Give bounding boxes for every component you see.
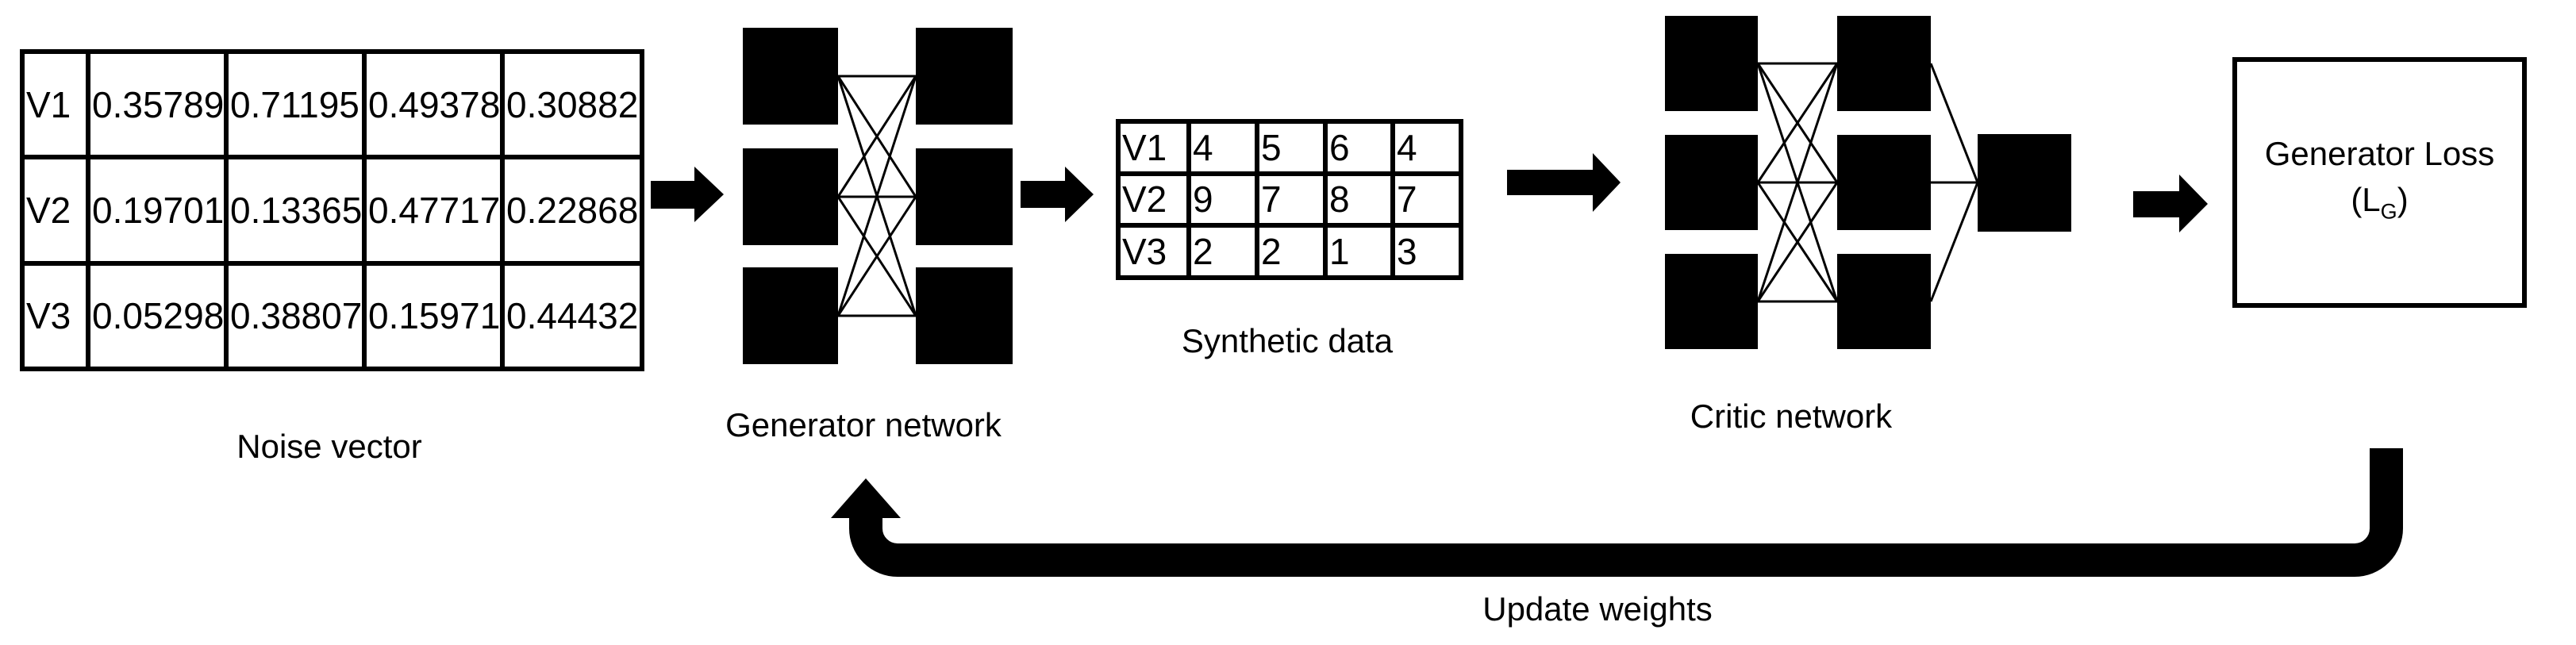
value-cell: 0.30882 [500, 48, 644, 160]
value-cell: 0.47717 [362, 155, 505, 266]
value-cell: 0.38807 [224, 260, 367, 372]
critic-node [1837, 16, 1931, 111]
row-variable-cell: V2 [1116, 171, 1191, 228]
critic-connections [1756, 62, 1979, 303]
value-cell: 3 [1390, 223, 1463, 280]
value-cell: 0.71195 [224, 48, 367, 160]
row-variable-cell: V1 [1116, 119, 1191, 176]
generator-node [743, 28, 838, 125]
generator-network-label: Generator network [725, 406, 1002, 443]
feedback-arrow-icon [831, 448, 2403, 577]
arrow-noise-to-generator-icon [651, 167, 724, 222]
critic-network-nodes [1665, 16, 2071, 349]
arrow-generator-to-synthetic-icon [1021, 167, 1094, 222]
generator-node [743, 267, 838, 364]
generator-node [916, 28, 1013, 125]
loss-symbol-close: ) [2397, 180, 2409, 218]
loss-symbol-subscript: G [2380, 199, 2397, 224]
value-cell: 2 [1186, 223, 1259, 280]
critic-output-node [1978, 134, 2071, 232]
value-cell: 4 [1390, 119, 1463, 176]
critic-network-label: Critic network [1690, 397, 1893, 435]
value-cell: 5 [1255, 119, 1328, 176]
value-cell: 0.05298 [86, 260, 229, 372]
value-cell: 6 [1323, 119, 1395, 176]
critic-node [1665, 135, 1758, 230]
row-variable-cell: V3 [1116, 223, 1191, 280]
value-cell: 1 [1323, 223, 1395, 280]
value-cell: 0.19701 [86, 155, 229, 266]
value-cell: 0.22868 [500, 155, 644, 266]
critic-node [1665, 254, 1758, 349]
row-variable-cell: V1 [20, 48, 90, 160]
row-variable-cell: V3 [20, 260, 90, 372]
value-cell: 0.15971 [362, 260, 505, 372]
value-cell: 0.35789 [86, 48, 229, 160]
generator-loss-box: Generator Loss (LG) [2232, 57, 2527, 308]
critic-node [1665, 16, 1758, 111]
generator-network-nodes [743, 28, 1013, 364]
loss-symbol-open: (L [2351, 180, 2381, 218]
value-cell: 0.44432 [500, 260, 644, 372]
generator-loss-title: Generator Loss [2264, 134, 2495, 172]
value-cell: 0.13365 [224, 155, 367, 266]
value-cell: 7 [1255, 171, 1328, 228]
row-variable-cell: V2 [20, 155, 90, 266]
value-cell: 9 [1186, 171, 1259, 228]
generator-loss-symbol: (LG) [2351, 182, 2408, 228]
value-cell: 2 [1255, 223, 1328, 280]
generator-node [743, 148, 838, 245]
critic-node [1837, 254, 1931, 349]
critic-node [1837, 135, 1931, 230]
noise-vector-label: Noise vector [236, 428, 422, 465]
arrow-critic-to-loss-icon [2133, 175, 2208, 232]
synthetic-data-label: Synthetic data [1181, 322, 1394, 359]
arrow-synthetic-to-critic-icon [1507, 153, 1621, 212]
update-weights-label: Update weights [1482, 590, 1713, 628]
value-cell: 0.49378 [362, 48, 505, 160]
value-cell: 4 [1186, 119, 1259, 176]
value-cell: 8 [1323, 171, 1395, 228]
generator-node [916, 267, 1013, 364]
generator-node [916, 148, 1013, 245]
generator-connections [836, 75, 917, 317]
value-cell: 7 [1390, 171, 1463, 228]
